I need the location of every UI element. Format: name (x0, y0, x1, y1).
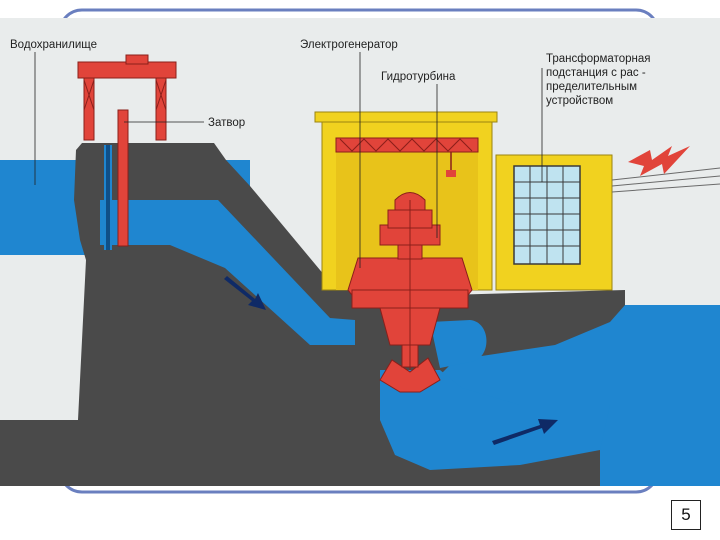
label-reservoir: Водохранилище (10, 39, 97, 51)
label-gate: Затвор (208, 117, 245, 129)
draft-tube (380, 370, 610, 470)
lightning-icon (628, 146, 690, 176)
hall-crane (335, 137, 479, 177)
substation-window-grid (514, 166, 580, 264)
page-number: 5 (671, 500, 701, 530)
penstock-channel (100, 200, 355, 345)
gate-crane (77, 54, 177, 247)
label-substation-line4: устройством (546, 95, 613, 107)
gate-shaft (106, 145, 110, 250)
label-substation-line3: пределительным (546, 81, 637, 93)
powerhouse-roof (314, 111, 498, 123)
power-cables (611, 167, 720, 193)
label-turbine: Гидротурбина (381, 71, 456, 83)
label-substation-line2: подстанция с рас - (546, 67, 646, 79)
label-generator: Электрогенератор (300, 39, 398, 51)
spiral-casing (430, 320, 487, 368)
leader-lines (34, 52, 543, 268)
flow-arrow-icon (224, 276, 558, 445)
label-substation-line1: Трансформаторная (546, 53, 650, 65)
